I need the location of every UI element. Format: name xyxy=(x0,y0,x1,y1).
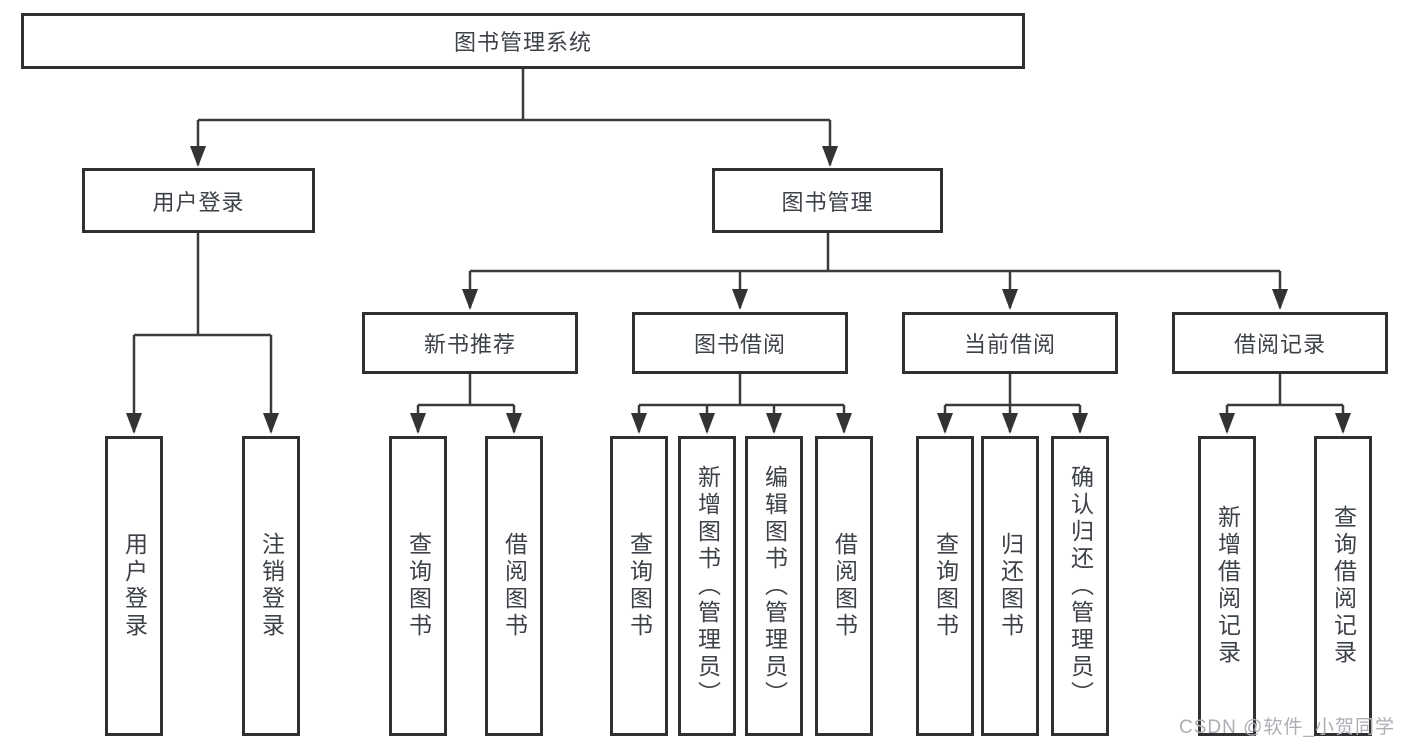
leaf-records-query: 查询借阅记录 xyxy=(1314,436,1372,736)
leaf-new-book-borrow: 借阅图书 xyxy=(485,436,543,736)
node-label: 查询借阅记录 xyxy=(1330,505,1357,667)
node-library-management-system: 图书管理系统 xyxy=(21,13,1025,69)
leaf-current-query: 查询图书 xyxy=(916,436,974,736)
node-label: 用户登录 xyxy=(152,189,245,215)
node-current-borrowing: 当前借阅 xyxy=(902,312,1118,374)
node-label: 归还图书 xyxy=(997,532,1024,640)
leaf-current-confirm-return-admin: 确认归还（管理员） xyxy=(1051,436,1109,736)
node-label: 新书推荐 xyxy=(423,332,516,357)
node-label: 新增图书（管理员） xyxy=(694,464,721,708)
node-borrowing-records: 借阅记录 xyxy=(1172,312,1388,374)
leaf-borrow-book: 借阅图书 xyxy=(815,436,873,736)
node-label: 注销登录 xyxy=(258,532,285,640)
leaf-current-return-book: 归还图书 xyxy=(981,436,1039,736)
node-label: 编辑图书（管理员） xyxy=(761,464,788,708)
connector-book-borrow-to-leaves xyxy=(631,374,852,434)
connector-current-borrow-to-leaves xyxy=(937,374,1088,434)
node-new-book-recommendation: 新书推荐 xyxy=(362,312,578,374)
node-label: 图书借阅 xyxy=(693,332,786,357)
node-label: 查询图书 xyxy=(932,532,959,640)
node-book-management: 图书管理 xyxy=(712,168,943,233)
node-label: 确认归还（管理员） xyxy=(1067,464,1094,708)
connector-new-book-to-leaves xyxy=(410,374,522,434)
node-label: 图书管理 xyxy=(781,189,874,215)
node-book-borrowing: 图书借阅 xyxy=(632,312,848,374)
node-label: 图书管理系统 xyxy=(453,30,592,55)
node-label: 借阅图书 xyxy=(831,532,858,640)
node-label: 查询图书 xyxy=(405,532,432,640)
leaf-new-book-query: 查询图书 xyxy=(389,436,447,736)
node-label: 借阅记录 xyxy=(1233,332,1326,357)
connector-book-mgmt-to-level3 xyxy=(462,233,1288,310)
node-label: 当前借阅 xyxy=(963,332,1056,357)
node-label: 查询图书 xyxy=(626,532,653,640)
leaf-borrow-edit-book-admin: 编辑图书（管理员） xyxy=(745,436,803,736)
node-label: 用户登录 xyxy=(121,532,148,640)
node-user-login: 用户登录 xyxy=(82,168,315,233)
leaf-records-add: 新增借阅记录 xyxy=(1198,436,1256,736)
connector-root-to-level2 xyxy=(190,69,838,167)
leaf-user-login: 用户登录 xyxy=(105,436,163,736)
leaf-borrow-add-book-admin: 新增图书（管理员） xyxy=(678,436,736,736)
leaf-borrow-query: 查询图书 xyxy=(610,436,668,736)
leaf-logout: 注销登录 xyxy=(242,436,300,736)
node-label: 新增借阅记录 xyxy=(1214,505,1241,667)
node-label: 借阅图书 xyxy=(501,532,528,640)
connector-user-login-to-leaves xyxy=(126,233,279,434)
connector-borrow-records-to-leaves xyxy=(1219,374,1351,434)
